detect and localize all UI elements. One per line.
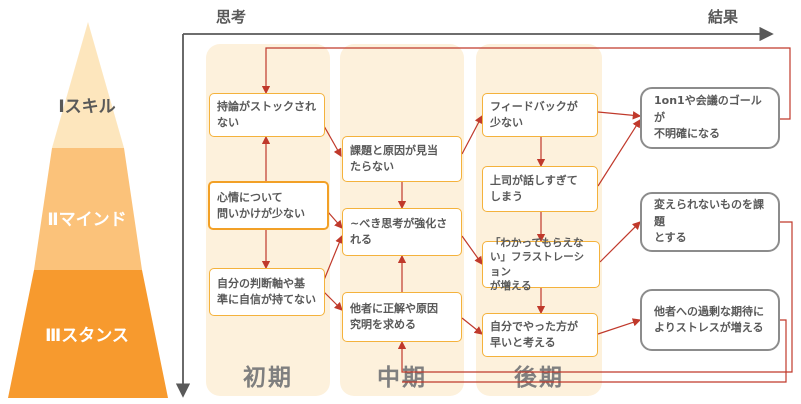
node-mid-3: 他者に正解や原因 究明を求める — [342, 292, 462, 342]
arrow-early3-mid2 — [323, 234, 344, 281]
arrow-mid1-late1 — [461, 114, 483, 155]
loop-arrow-result3 — [402, 319, 787, 383]
arrow-mid3-late4 — [461, 317, 483, 335]
arrow-late4-result3 — [597, 318, 642, 335]
pyramid — [8, 22, 168, 398]
node-late-1: フィードバックが 少ない — [482, 93, 598, 137]
axis-title-result: 結果 — [708, 8, 739, 26]
node-late-2: 上司が話しすぎて しまう — [482, 166, 598, 212]
arrow-early3-mid3 — [323, 291, 343, 311]
pyramid-tier-skill — [52, 22, 124, 148]
result-box-1: 1on1や会議のゴールが 不明確になる — [640, 87, 780, 149]
tier-label-stance: Ⅲスタンス — [45, 326, 129, 346]
arrow-late1-result1 — [597, 111, 642, 120]
phase-label-mid: 中期 — [377, 365, 427, 391]
node-early-1: 持論がストックされ ない — [209, 93, 325, 137]
pyramid-tier-mind — [34, 148, 142, 270]
node-early-3: 自分の判断軸や基 準に自信が持てない — [209, 268, 325, 316]
arrow-early2-mid2 — [327, 211, 343, 229]
tier-label-skill: Ⅰスキル — [58, 97, 116, 117]
axis-title-thinking: 思考 — [216, 8, 247, 26]
node-mid-2: ~べき思考が強化さ れる — [342, 208, 462, 256]
pyramid-tier-stance — [8, 270, 168, 398]
tier-label-mind: Ⅱマインド — [47, 210, 127, 230]
result-box-2: 変えられないものを課題 とする — [640, 192, 780, 252]
arrow-mid2-late3 — [461, 235, 483, 265]
loop-arrow-result2 — [397, 221, 793, 373]
arrow-late2-result1 — [597, 118, 641, 187]
arrow-late3-result2 — [599, 221, 641, 263]
loop-arrow-result1 — [261, 47, 791, 120]
result-box-3: 他者への過剰な期待に よりストレスが増える — [640, 289, 780, 351]
phase-label-early: 初期 — [243, 365, 293, 391]
node-mid-1: 課題と原因が見当 たらない — [342, 136, 462, 182]
node-early-2: 心情について 問いかけが少ない — [208, 181, 329, 230]
arrow-early1-mid1 — [323, 125, 342, 158]
phase-label-late: 後期 — [514, 365, 564, 391]
node-late-3: 「わかってもらえな い」フラストレーション が増える — [482, 237, 600, 292]
node-late-4: 自分でやった方が 早いと考える — [482, 313, 598, 357]
